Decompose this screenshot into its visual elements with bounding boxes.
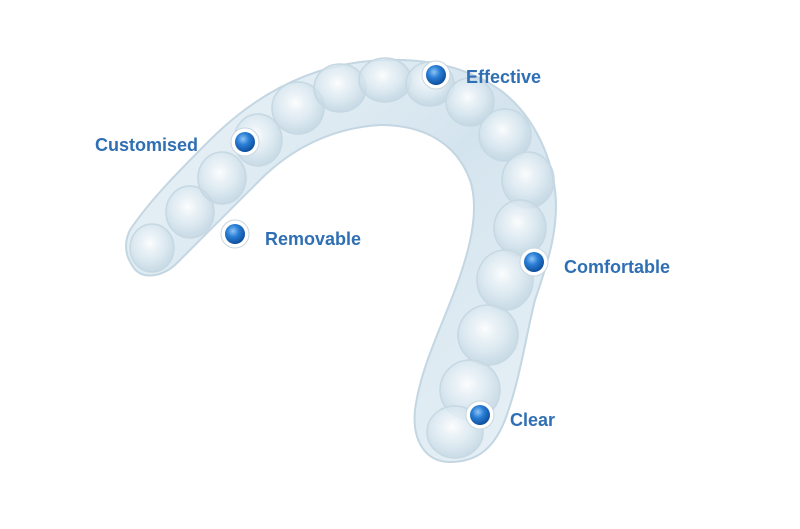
feature-label-comfortable: Comfortable: [564, 257, 671, 277]
clear-marker-icon: [465, 400, 495, 430]
feature-label-clear: Clear: [510, 410, 556, 430]
removable-marker-icon: [220, 219, 250, 249]
feature-label-removable: Removable: [265, 229, 362, 249]
feature-label-customised: Customised: [95, 135, 199, 155]
effective-marker-icon: [421, 60, 451, 90]
comfortable-marker-icon: [519, 247, 549, 277]
customised-marker-icon: [230, 127, 260, 157]
feature-label-effective: Effective: [466, 67, 542, 87]
